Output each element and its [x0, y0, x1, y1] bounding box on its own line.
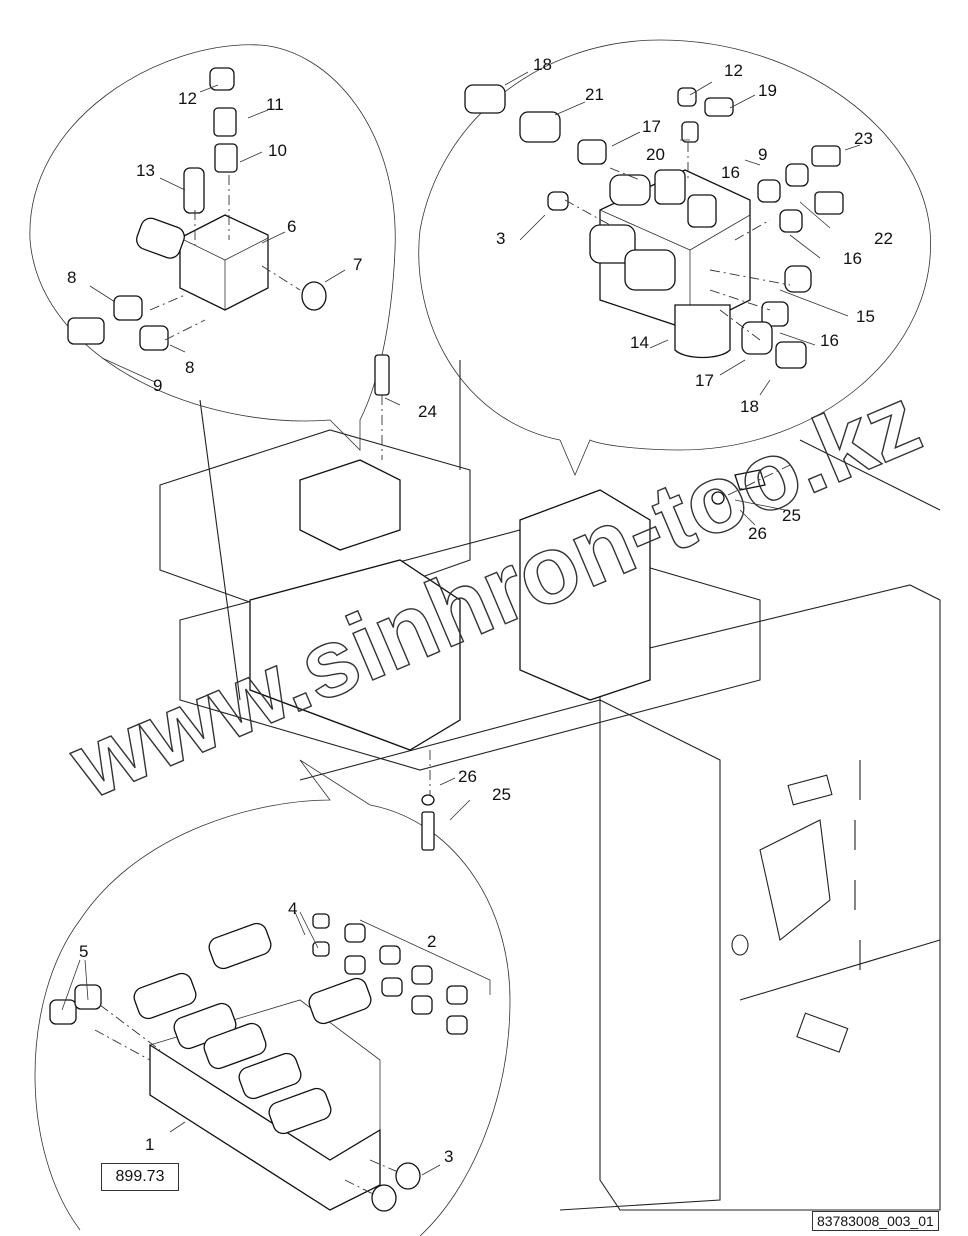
callout-21: 21	[585, 85, 604, 104]
callout-4: 4	[288, 899, 297, 918]
callout-22: 22	[874, 229, 893, 248]
callout-18: 18	[533, 55, 552, 74]
callout-24: 24	[418, 402, 437, 421]
callout-16: 16	[721, 163, 740, 182]
callout-10: 10	[268, 141, 287, 160]
drawing-id-label: 83783008_003_01	[812, 1211, 939, 1231]
detail-circle-bottom	[34, 759, 511, 1236]
callout-18: 18	[740, 397, 759, 416]
callout-3: 3	[444, 1147, 453, 1166]
pressure-valve-block-assembly	[67, 67, 327, 351]
callout-19: 19	[758, 81, 777, 100]
callout-23: 23	[854, 129, 873, 148]
callout-25: 25	[492, 785, 511, 804]
callout-13: 13	[136, 161, 155, 180]
callout-7: 7	[353, 255, 362, 274]
detail-circle-top-right	[418, 39, 931, 477]
callout-6: 6	[287, 217, 296, 236]
callout-9: 9	[153, 376, 162, 395]
callout-3: 3	[496, 229, 505, 248]
callout-9: 9	[758, 145, 767, 164]
callout-8: 8	[185, 358, 194, 377]
leader-lines	[61, 71, 861, 1176]
callout-2: 2	[427, 932, 436, 951]
callout-11: 11	[266, 95, 284, 114]
callouts: 12 11 10 13 6 7 8 8 9 18 21 17 12 19 20 …	[67, 55, 893, 1166]
watermark: www.sinhron-too.kz	[55, 366, 934, 820]
callout-16: 16	[820, 331, 839, 350]
callout-8: 8	[67, 268, 76, 287]
callout-5: 5	[79, 942, 88, 961]
callout-17: 17	[642, 117, 661, 136]
callout-15: 15	[856, 307, 875, 326]
callout-20: 20	[646, 145, 665, 164]
callout-16: 16	[843, 249, 862, 268]
relief-valve-block-assembly	[464, 84, 844, 369]
callout-26: 26	[748, 524, 767, 543]
detail-circle-top-left	[29, 44, 396, 451]
fittings-group	[344, 923, 468, 1035]
callout-12: 12	[724, 61, 743, 80]
callout-12: 12	[178, 89, 197, 108]
main-assembly	[249, 354, 791, 851]
callout-17: 17	[695, 371, 714, 390]
callout-14: 14	[630, 333, 649, 352]
reference-number-box: 899.73	[101, 1163, 179, 1191]
callout-25: 25	[782, 506, 801, 525]
callout-26: 26	[458, 767, 477, 786]
callout-1: 1	[145, 1135, 154, 1154]
